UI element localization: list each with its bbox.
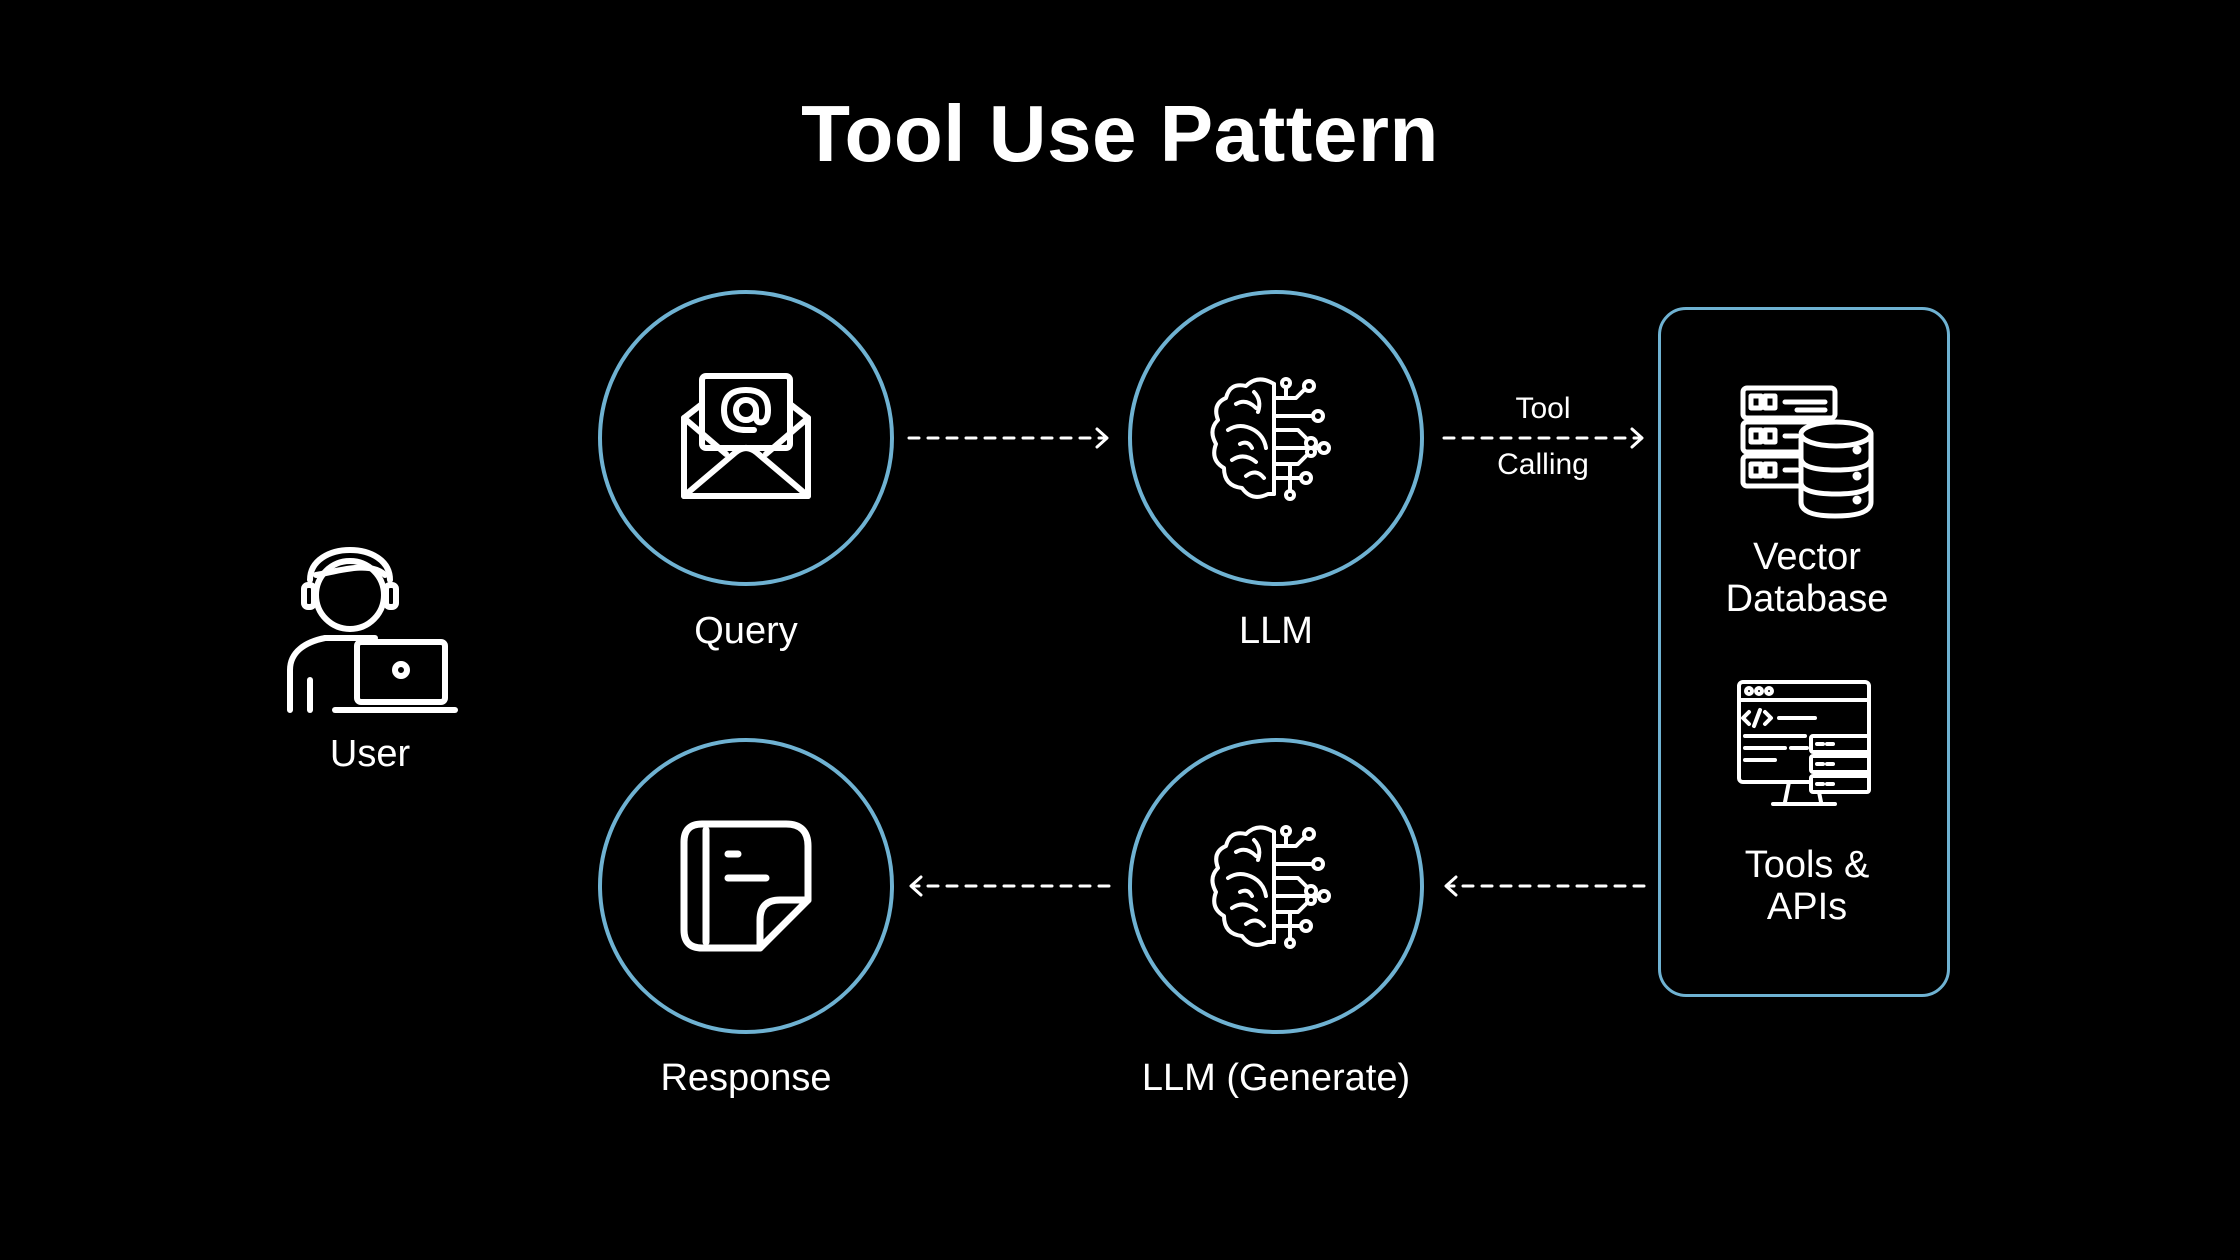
- tools-panel: Vector Database Tools & APIs: [1658, 307, 1950, 997]
- llm-node: [1128, 290, 1424, 586]
- email-at-icon: [681, 373, 811, 499]
- llm-label: LLM: [1239, 610, 1313, 652]
- user-laptop-icon: [287, 547, 458, 713]
- vector-database-label-line1: Vector: [1753, 536, 1861, 578]
- brain-circuit-icon: [1210, 377, 1331, 501]
- response-label: Response: [660, 1057, 832, 1099]
- tools-apis-label-line2: APIs: [1766, 886, 1848, 928]
- llm-generate-label: LLM (Generate): [1141, 1057, 1411, 1099]
- note-document-icon: [680, 820, 812, 952]
- tool-calling-label-line2: Calling: [1497, 448, 1589, 481]
- arrow-query-to-llm: [907, 427, 1109, 449]
- code-monitor-icon: [1737, 680, 1871, 806]
- vector-database-label-line2: Database: [1725, 578, 1889, 620]
- brain-circuit-icon: [1210, 825, 1331, 949]
- query-node: [598, 290, 894, 586]
- arrow-llm-to-tools: [1442, 427, 1644, 449]
- tool-calling-label-line1: Tool: [1515, 392, 1571, 425]
- user-label: User: [329, 733, 411, 775]
- query-label: Query: [694, 610, 798, 652]
- database-server-icon: [1740, 385, 1874, 519]
- arrow-tools-to-llm-generate: [1444, 875, 1646, 897]
- response-node: [598, 738, 894, 1034]
- llm-generate-node: [1128, 738, 1424, 1034]
- tools-apis-label-line1: Tools &: [1744, 844, 1870, 886]
- arrow-llm-generate-to-response: [909, 875, 1111, 897]
- diagram-title: Tool Use Pattern: [801, 89, 1439, 178]
